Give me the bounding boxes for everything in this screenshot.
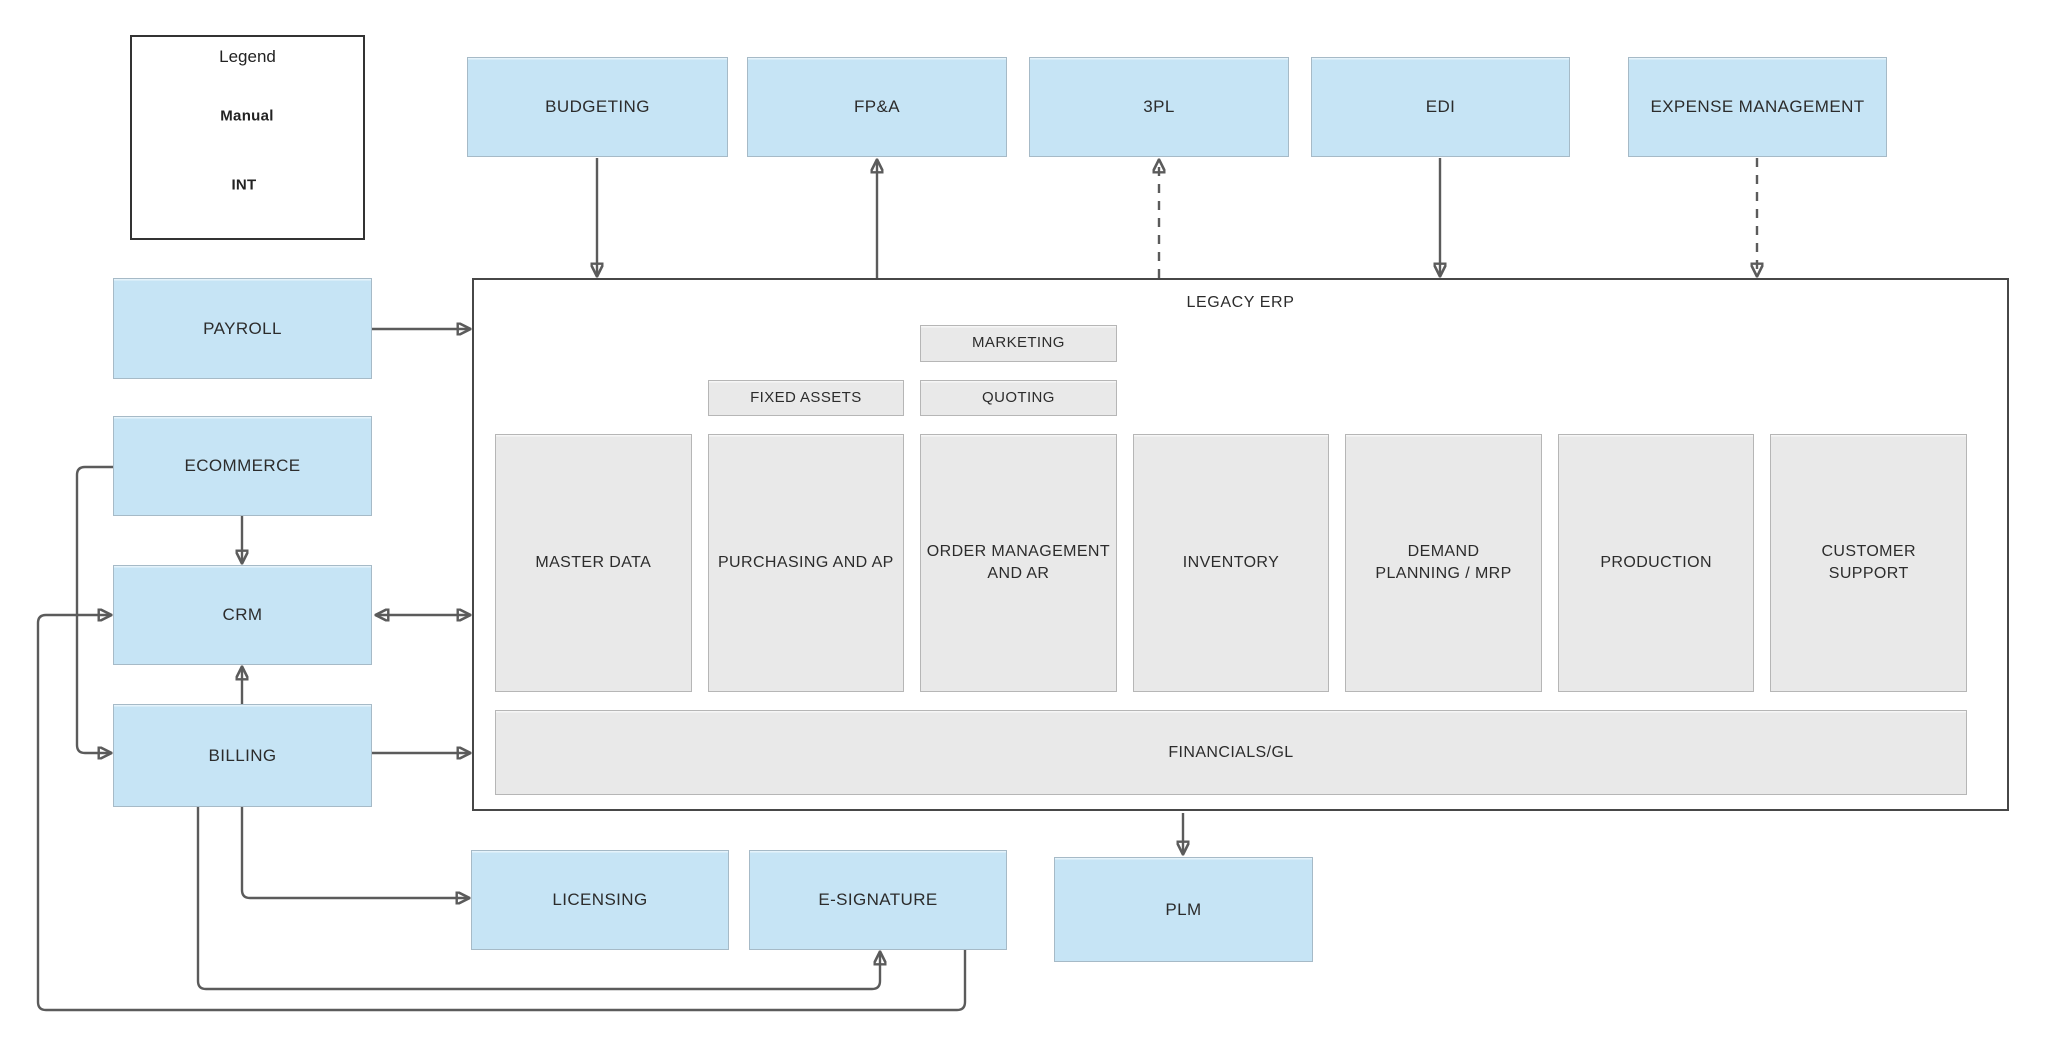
system-label: ECOMMERCE [184, 456, 301, 476]
legacy-erp-modules-grid: MARKETING FIXED ASSETS QUOTING MASTER DA… [495, 325, 1967, 797]
system-label: 3PL [1143, 97, 1175, 117]
legacy-erp-title: LEGACY ERP [1186, 294, 1295, 311]
system-label: BUDGETING [545, 97, 650, 117]
module-label: PURCHASING AND AP [717, 554, 894, 572]
module-label: CUSTOMER SUPPORT [1821, 543, 1916, 582]
module-label: MARKETING [972, 334, 1065, 352]
module-box-master-data: MASTER DATA [495, 434, 692, 692]
module-label: QUOTING [982, 388, 1055, 406]
module-label: PRODUCTION [1600, 554, 1712, 572]
module-box-inventory: INVENTORY [1132, 434, 1330, 692]
system-label: EDI [1425, 97, 1456, 117]
system-box-plm: PLM [1054, 857, 1313, 962]
system-label: FP&A [853, 97, 900, 117]
module-label: INVENTORY [1182, 554, 1280, 572]
module-box-production: PRODUCTION [1557, 434, 1755, 692]
module-label: ORDER MANAGEMENT AND AR [926, 543, 1111, 582]
system-label: BILLING [208, 745, 277, 765]
legend-int-label: INT [226, 176, 262, 194]
module-label: DEMAND PLANNING / MRP [1375, 543, 1512, 582]
module-box-quoting: QUOTING [920, 380, 1117, 416]
system-box-billing: BILLING [113, 704, 372, 807]
legend-title: Legend [219, 47, 276, 66]
system-box-fpa: FP&A [747, 57, 1007, 157]
module-box-fixed-assets: FIXED ASSETS [707, 380, 905, 416]
system-box-expense-management: EXPENSE MANAGEMENT [1628, 57, 1887, 157]
module-label: MASTER DATA [535, 554, 652, 572]
legacy-erp-container: LEGACY ERP MARKETING FIXED ASSETS QUOTIN… [472, 278, 2009, 811]
system-label: PLM [1165, 899, 1202, 919]
system-box-edi: EDI [1311, 57, 1570, 157]
system-label: PAYROLL [203, 318, 282, 338]
system-label: LICENSING [552, 890, 648, 910]
system-label: EXPENSE MANAGEMENT [1650, 97, 1865, 117]
connector-ecommerce-to-billing [75, 465, 113, 753]
module-box-demand-planning-mrp: DEMAND PLANNING / MRP [1345, 434, 1542, 692]
system-box-payroll: PAYROLL [113, 278, 372, 379]
system-box-budgeting: BUDGETING [467, 57, 728, 157]
module-label: FIXED ASSETS [750, 388, 862, 406]
connector-billing-to-licensing [240, 807, 468, 898]
system-label: CRM [222, 605, 263, 625]
system-box-ecommerce: ECOMMERCE [113, 416, 372, 516]
system-box-esignature: E-SIGNATURE [749, 850, 1007, 950]
module-box-order-management-and-ar: ORDER MANAGEMENT AND AR [920, 434, 1117, 692]
system-label: E-SIGNATURE [818, 890, 938, 910]
system-box-crm: CRM [113, 565, 372, 665]
legend-manual-label: Manual [215, 107, 279, 125]
legend: Legend [130, 35, 365, 240]
module-box-financials-gl: FINANCIALS/GL [495, 710, 1967, 795]
module-label: FINANCIALS/GL [1168, 743, 1294, 761]
module-box-purchasing-and-ap: PURCHASING AND AP [707, 434, 905, 692]
system-box-3pl: 3PL [1029, 57, 1289, 157]
module-box-customer-support: CUSTOMER SUPPORT [1770, 434, 1967, 692]
module-box-marketing: MARKETING [920, 325, 1117, 362]
system-box-licensing: LICENSING [471, 850, 729, 950]
